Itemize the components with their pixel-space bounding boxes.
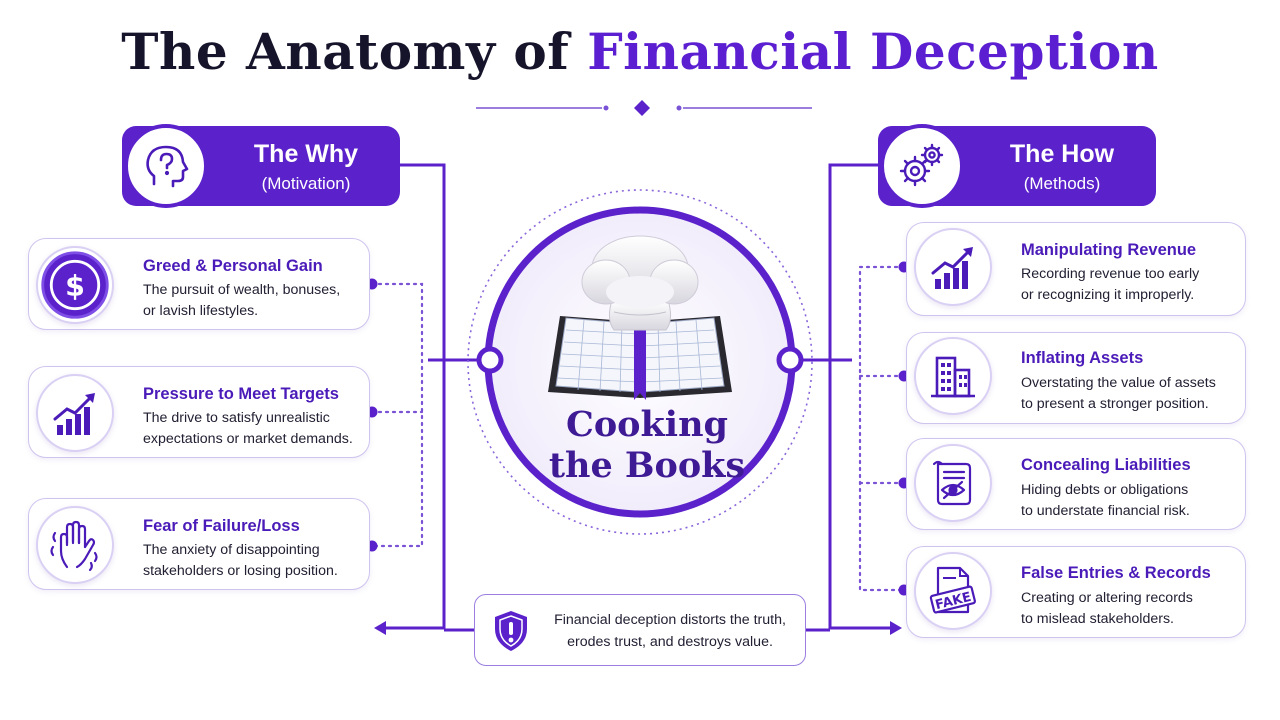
how-card-title: Manipulating Revenue: [1021, 241, 1197, 259]
title-part-1: The Anatomy of: [121, 22, 588, 81]
revenue-chart-icon-circle: [914, 228, 992, 306]
fake-document-icon: FAKE: [929, 566, 976, 614]
center-line-1: Cooking: [565, 404, 728, 445]
how-header-title: The How: [1009, 140, 1115, 168]
buildings-icon-circle: [914, 337, 992, 415]
why-card-desc-1: The pursuit of wealth, bonuses,: [143, 282, 341, 298]
why-card-desc-1: The anxiety of disappointing: [143, 542, 320, 558]
bottom-line-1: Financial deception distorts the truth,: [554, 612, 786, 628]
hidden-document-icon-circle: [914, 444, 992, 522]
how-card-title: Inflating Assets: [1021, 349, 1144, 367]
how-card-desc-2: to mislead stakeholders.: [1021, 611, 1174, 627]
fake-document-icon-circle: FAKE: [914, 552, 992, 630]
center-title: Cooking the Books: [520, 404, 774, 486]
how-card-desc-1: Overstating the value of assets: [1021, 375, 1216, 391]
trembling-hand-icon-circle: [36, 506, 114, 584]
why-card-desc-1: The drive to satisfy unrealistic: [143, 410, 330, 426]
growth-chart-icon: [53, 393, 95, 435]
bottom-message-text: Financial deception distorts the truth, …: [539, 609, 801, 653]
title-divider: [476, 100, 812, 116]
how-card-desc-1: Creating or altering records: [1021, 590, 1193, 606]
title-part-2: Financial Deception: [587, 22, 1159, 81]
svg-text:$: $: [65, 269, 85, 302]
book-icon: [548, 316, 732, 400]
how-header-subtitle: (Methods): [1023, 174, 1101, 193]
why-card-desc-2: or lavish lifestyles.: [143, 303, 259, 319]
why-card-desc-2: expectations or market demands.: [143, 431, 353, 447]
buildings-icon: [931, 356, 975, 398]
why-header: The Why (Motivation): [122, 124, 400, 208]
dollar-icon: $: [41, 251, 109, 319]
how-card-desc-2: to understate financial risk.: [1021, 503, 1190, 519]
how-card-desc-2: to present a stronger position.: [1021, 396, 1209, 412]
revenue-chart-icon: [931, 247, 973, 289]
how-card-title: Concealing Liabilities: [1021, 456, 1191, 474]
page-title: The Anatomy of Financial Deception: [0, 22, 1280, 81]
why-card-desc-2: stakeholders or losing position.: [143, 563, 338, 579]
shield-alert-icon: [495, 611, 527, 651]
trembling-hand-icon: [50, 520, 98, 572]
gears-icon: [880, 124, 964, 208]
how-header: The How (Methods): [878, 124, 1156, 208]
how-card-desc-1: Recording revenue too early: [1021, 266, 1200, 282]
hidden-document-icon: [932, 460, 972, 506]
chef-hat-icon: [581, 235, 699, 331]
bottom-message: Financial deception distorts the truth, …: [474, 594, 806, 666]
why-card-title: Pressure to Meet Targets: [143, 385, 339, 403]
dollar-icon-circle: $: [36, 246, 114, 324]
why-card-title: Fear of Failure/Loss: [143, 517, 300, 535]
center-line-2: the Books: [548, 445, 746, 486]
bottom-line-2: erodes trust, and destroys value.: [567, 634, 773, 650]
head-question-icon: [124, 124, 208, 208]
how-card-title: False Entries & Records: [1021, 564, 1211, 582]
growth-chart-icon-circle: [36, 374, 114, 452]
why-header-title: The Why: [253, 140, 359, 168]
how-card-desc-2: or recognizing it improperly.: [1021, 287, 1195, 303]
how-card-desc-1: Hiding debts or obligations: [1021, 482, 1189, 498]
why-header-subtitle: (Motivation): [261, 174, 351, 193]
why-card-title: Greed & Personal Gain: [143, 257, 323, 275]
